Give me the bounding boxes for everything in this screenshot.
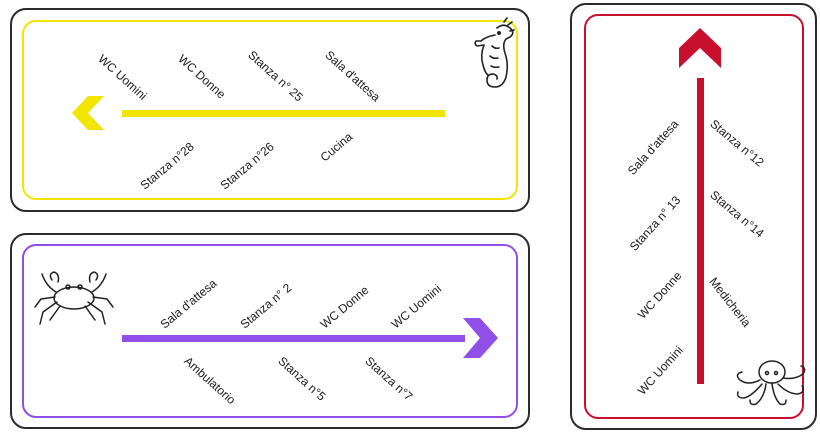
sign-seahorse-frame (22, 20, 518, 200)
sign-octopus (570, 3, 817, 430)
seahorse-icon (474, 17, 515, 88)
sign-crab-frame (22, 244, 518, 418)
sign-crab (10, 233, 530, 429)
seahorse-arrow-line (122, 110, 445, 117)
seahorse-arrow-head (72, 96, 104, 130)
octopus-arrow-head (679, 28, 721, 68)
crab-arrow-line (122, 335, 465, 342)
sign-octopus-frame (584, 14, 804, 419)
octopus-arrow-line (697, 78, 704, 384)
crab-arrow-head (463, 318, 498, 358)
crab-icon (34, 271, 114, 325)
octopus-icon (736, 360, 806, 406)
